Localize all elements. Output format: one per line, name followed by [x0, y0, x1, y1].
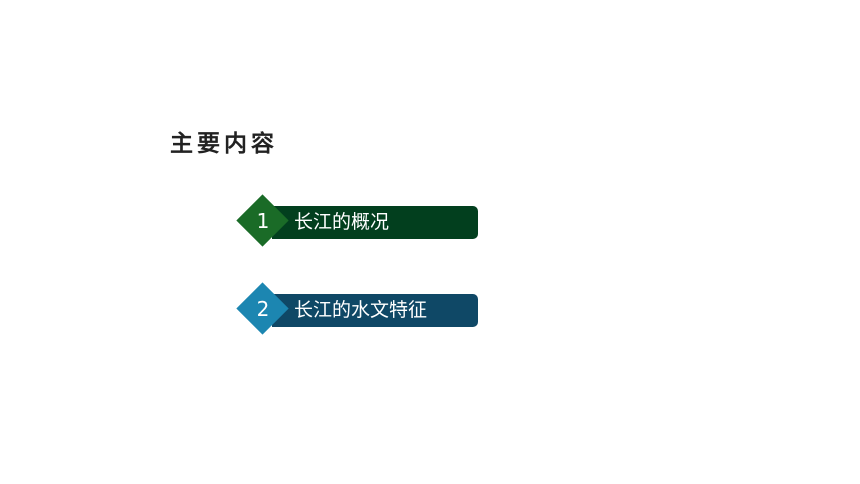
- toc-item-1[interactable]: 1 长江的概况: [236, 194, 478, 248]
- toc-bar: [272, 294, 478, 327]
- toc-item-2[interactable]: 2 长江的水文特征: [236, 282, 478, 336]
- toc-label: 长江的概况: [294, 211, 390, 233]
- page-title: 主要内容: [170, 131, 278, 157]
- toc-bar: [272, 206, 478, 239]
- toc-number: 2: [256, 297, 270, 321]
- toc-label: 长江的水文特征: [294, 299, 428, 321]
- toc-number: 1: [256, 209, 270, 233]
